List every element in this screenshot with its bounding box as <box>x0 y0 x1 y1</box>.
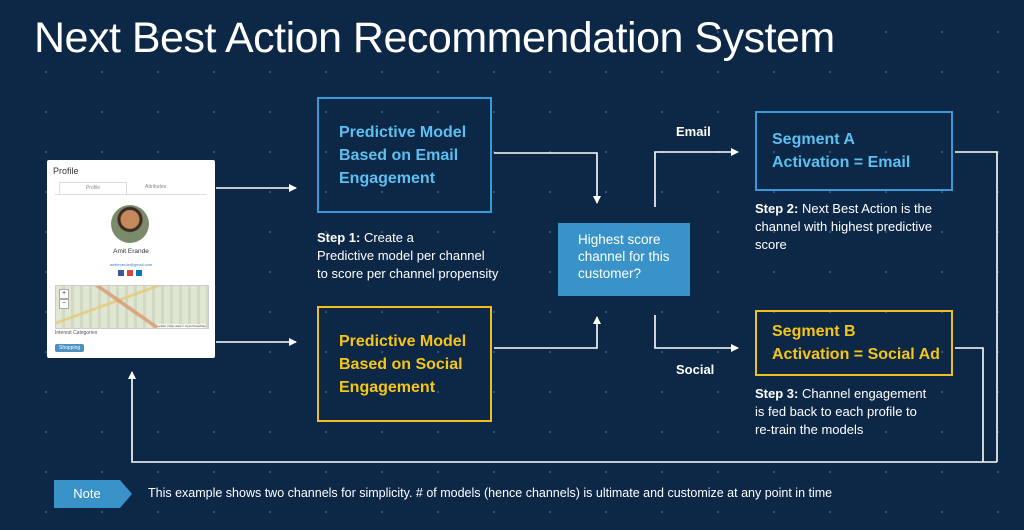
facebook-icon[interactable] <box>118 270 124 276</box>
arrow-feedback-to-profile <box>128 371 997 463</box>
step-3-bold: Step 3: <box>755 386 799 401</box>
segment-a-line-1: Segment A <box>772 131 855 148</box>
segment-b-box: Segment B Activation = Social Ad <box>755 310 953 376</box>
segment-b-line-1: Segment B <box>772 323 856 340</box>
model-social-line-1: Predictive Model <box>339 332 467 350</box>
zoom-out-button[interactable]: − <box>59 299 69 309</box>
interest-categories-label: Interest Categories <box>55 330 98 336</box>
step-3-line-3: re-train the models <box>755 422 864 437</box>
decision-line-3: customer? <box>578 266 642 281</box>
segment-a-box: Segment A Activation = Email <box>755 111 953 191</box>
profile-card: Profile Profile Attributes Amit Erande a… <box>47 160 215 358</box>
step-1-line-1: Create a <box>360 230 414 245</box>
social-icons <box>118 270 148 277</box>
step-1-bold: Step 1: <box>317 230 361 245</box>
map-credit: Leaflet | Map data © OpenStreetMap <box>156 324 206 328</box>
branch-social-label: Social <box>676 362 715 377</box>
linkedin-icon[interactable] <box>136 270 142 276</box>
step-1-line-3: to score per channel propensity <box>317 266 499 281</box>
decision-box: Highest score channel for this customer? <box>558 223 690 296</box>
step-3-line-1: Channel engagement <box>798 386 927 401</box>
note-tag-shape <box>54 480 132 508</box>
profile-heading: Profile <box>53 166 79 176</box>
arrow-email-model-to-decision <box>494 152 601 204</box>
step-2-line-2: channel with highest predictive <box>755 219 933 234</box>
model-email-line-2: Based on Email <box>339 146 459 164</box>
step-2-bold: Step 2: <box>755 201 799 216</box>
segment-a-line-2: Activation = Email <box>772 154 911 171</box>
model-email-line-1: Predictive Model <box>339 123 467 141</box>
profile-tabs: Profile Attributes <box>55 182 207 195</box>
segment-b-line-2: Activation = Social Ad <box>772 346 940 363</box>
model-social-line-2: Based on Social <box>339 355 463 373</box>
profile-name: Amit Erande <box>113 248 149 255</box>
arrow-decision-to-segment-a <box>654 148 739 207</box>
model-email-line-3: Engagement <box>339 169 436 187</box>
profile-email: amiterande@gmail.com <box>109 262 153 267</box>
profile-map[interactable]: + − Leaflet | Map data © OpenStreetMap <box>55 285 209 329</box>
step-1-line-2: Predictive model per channel <box>317 248 485 263</box>
decision-line-1: Highest score <box>578 232 661 247</box>
branch-email-label: Email <box>676 124 711 139</box>
tab-attributes[interactable]: Attributes <box>145 184 167 190</box>
step-2-text: Step 2: Next Best Action is the channel … <box>755 200 932 254</box>
step-2-line-1: Next Best Action is the <box>798 201 933 216</box>
model-social-line-3: Engagement <box>339 378 436 396</box>
note-text: This example shows two channels for simp… <box>148 486 833 500</box>
step-2-line-3: score <box>755 237 787 252</box>
model-email-box: Predictive Model Based on Email Engageme… <box>317 97 492 213</box>
avatar <box>111 205 149 243</box>
note-label: Note <box>73 486 101 501</box>
decision-line-2: channel for this <box>578 249 670 264</box>
page-title: Next Best Action Recommendation System <box>34 14 835 62</box>
zoom-in-button[interactable]: + <box>59 289 69 299</box>
model-social-box: Predictive Model Based on Social Engagem… <box>317 306 492 422</box>
step-3-text: Step 3: Channel engagement is fed back t… <box>755 385 926 439</box>
step-1-text: Step 1: Create a Predictive model per ch… <box>317 229 498 283</box>
feedback-line-segment-a <box>955 151 998 462</box>
step-3-line-2: is fed back to each profile to <box>755 404 917 419</box>
arrow-decision-to-segment-b <box>654 315 739 352</box>
arrow-social-model-to-decision <box>494 316 601 349</box>
tab-profile[interactable]: Profile <box>59 182 127 194</box>
google-plus-icon[interactable] <box>127 270 133 276</box>
feedback-line-segment-b <box>955 347 984 462</box>
interest-tag[interactable]: Shopping <box>55 344 85 352</box>
